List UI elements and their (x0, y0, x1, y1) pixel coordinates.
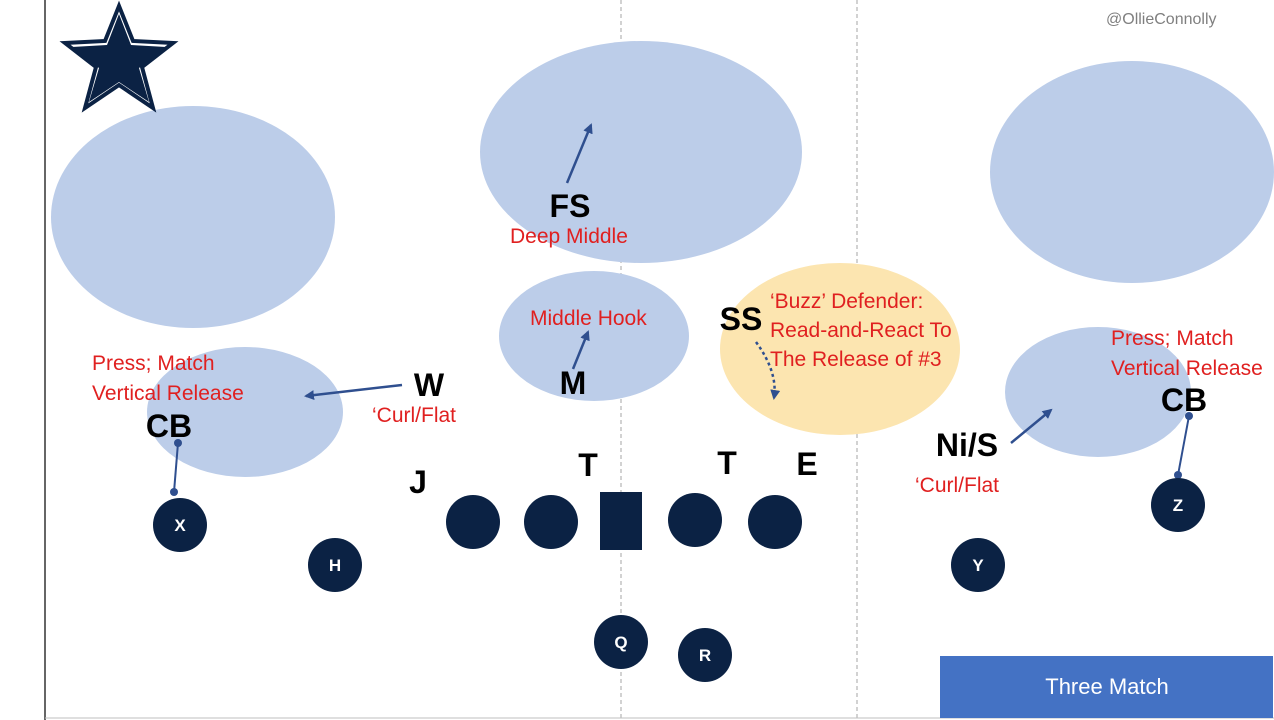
zone-deep-middle (480, 41, 802, 263)
annotation-nis: ‘Curl/Flat (915, 474, 999, 497)
offensive-lineman (668, 493, 722, 547)
receiver-z (1151, 478, 1205, 532)
zone-deep-right (990, 61, 1274, 283)
offensive-lineman (446, 495, 500, 549)
receiver-x-label: X (174, 516, 186, 535)
annotation-cb-left: Press; Match Vertical Release (92, 352, 244, 405)
quarterback-label: Q (614, 633, 627, 652)
coverage-title: Three Match (1045, 674, 1169, 699)
defender-ss: SS (720, 301, 763, 337)
m-arrow (571, 330, 590, 370)
defender-nis: Ni/S (936, 427, 998, 463)
receiver-y-label: Y (972, 556, 984, 575)
defender-w: W (414, 367, 445, 403)
defender-cb-right: CB (1161, 382, 1207, 418)
defender-t-left: T (578, 447, 598, 483)
ss-arrow (754, 341, 781, 400)
zone-curl-flat-right (1005, 327, 1191, 457)
zone-curl-flat-left (147, 347, 343, 477)
offensive-lineman (524, 495, 578, 549)
zone-deep-left (51, 106, 335, 328)
receiver-h-label: H (329, 556, 341, 575)
center (600, 492, 642, 550)
nis-arrow (1010, 408, 1053, 444)
w-arrow (304, 383, 403, 401)
annotation-cb-right: Press; Match Vertical Release (1111, 327, 1263, 380)
cb-right-press-line (1174, 412, 1193, 479)
receiver-x (153, 498, 207, 552)
annotation-ss: ‘Buzz’ Defender: Read-and-React To The R… (770, 290, 958, 371)
defender-t-right: T (717, 445, 737, 481)
star-logo-icon (59, 0, 179, 113)
defender-e: E (796, 446, 817, 482)
offensive-lineman (748, 495, 802, 549)
receiver-h (308, 538, 362, 592)
running-back (678, 628, 732, 682)
zone-middle-hook (499, 271, 689, 401)
receiver-z-label: Z (1173, 496, 1183, 515)
annotation-fs: Deep Middle (510, 225, 628, 248)
defender-fs: FS (550, 188, 591, 224)
title-box (940, 656, 1273, 718)
annotation-w: ‘Curl/Flat (372, 404, 456, 427)
fs-arrow (565, 123, 593, 184)
receiver-y (951, 538, 1005, 592)
defender-j: J (409, 464, 427, 500)
annotation-m: Middle Hook (530, 307, 647, 330)
running-back-label: R (699, 646, 711, 665)
author-handle: @OllieConnolly (1106, 11, 1217, 28)
quarterback (594, 615, 648, 669)
defender-m: M (560, 365, 587, 401)
defender-cb-left: CB (146, 408, 192, 444)
cb-left-press-line (170, 439, 182, 496)
